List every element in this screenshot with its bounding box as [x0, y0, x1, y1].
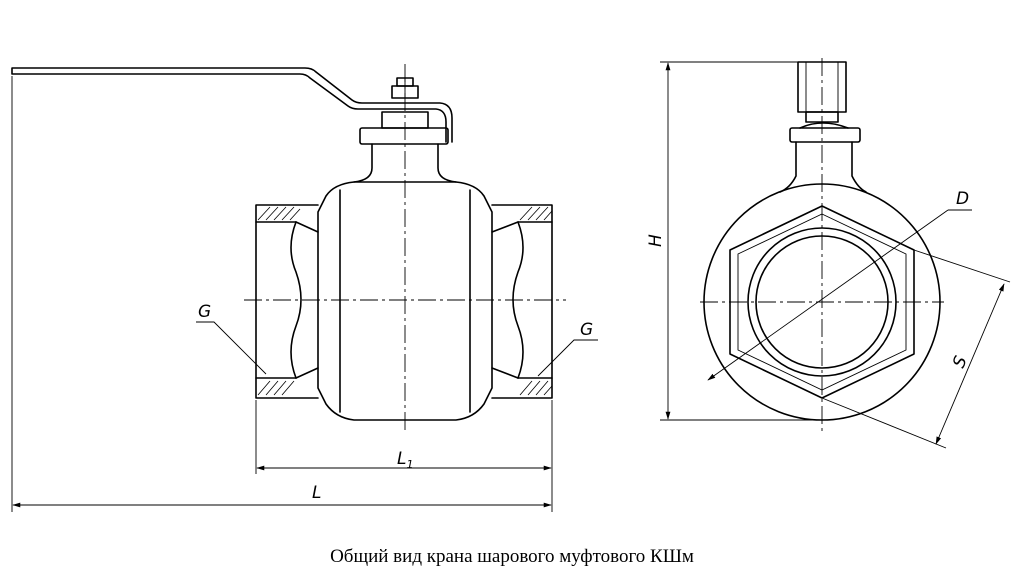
- front-view: G G L1 L: [11, 64, 598, 512]
- g-left-leader: [196, 321, 267, 375]
- handle-lever: [11, 67, 453, 143]
- valve-drawing: G G L1 L H: [11, 58, 1011, 512]
- right-coupling: [491, 204, 553, 399]
- valve-body: [317, 181, 493, 421]
- g-left-label: G: [198, 302, 211, 322]
- h-label: H: [646, 234, 666, 247]
- s-dimension-line: [935, 283, 1005, 445]
- figure-caption: Общий вид крана шарового муфтового КШм: [330, 546, 694, 567]
- gland-flange: [359, 127, 449, 145]
- side-view: H D S: [646, 58, 1011, 449]
- s-label: S: [949, 353, 972, 371]
- l1-label: L1: [397, 449, 413, 471]
- d-label: D: [956, 189, 969, 209]
- g-right-leader: [537, 339, 598, 377]
- g-right-label: G: [580, 320, 593, 340]
- l-label: L: [312, 483, 321, 503]
- left-coupling: [255, 204, 319, 399]
- side-gland: [789, 127, 861, 143]
- d-dimension-line: [707, 209, 949, 381]
